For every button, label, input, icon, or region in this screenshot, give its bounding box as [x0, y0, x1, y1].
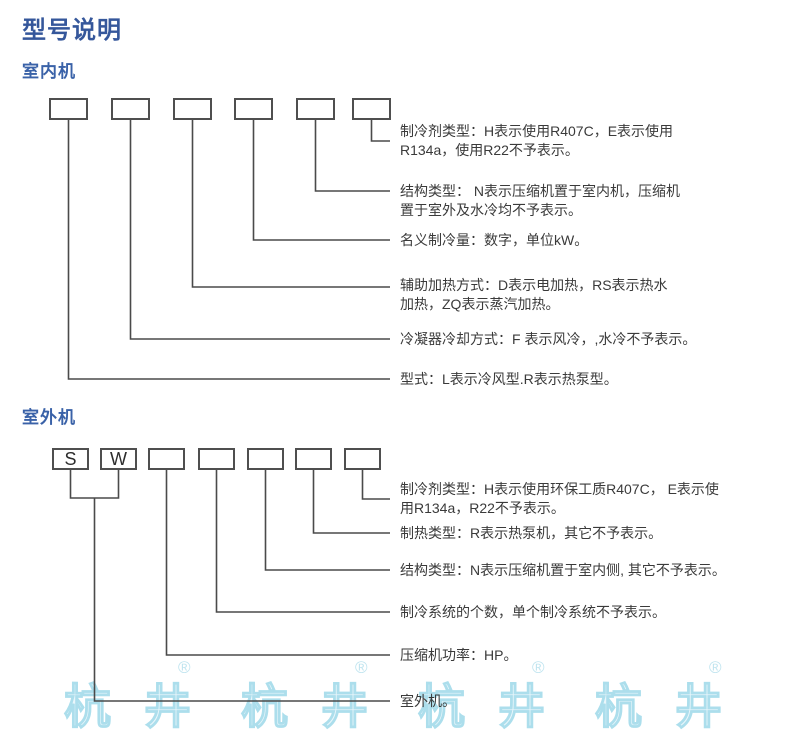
outdoor-connector-refrigerant-type — [361, 470, 390, 500]
outdoor-code-box-3 — [148, 448, 185, 470]
indoor-code-box-3 — [173, 98, 212, 120]
outdoor-label-system-count: 制冷系统的个数，单个制冷系统不予表示。 — [400, 604, 666, 620]
outdoor-code-box-w: W — [100, 448, 137, 470]
outdoor-label-outdoor-unit: 室外机。 — [400, 693, 456, 709]
indoor-code-box-5 — [296, 98, 335, 120]
outdoor-connector-structure-type — [264, 470, 390, 571]
outdoor-label-compressor-power: 压缩机功率：HP。 — [400, 647, 518, 663]
outdoor-connector-compressor-power — [165, 470, 390, 656]
indoor-code-box-4 — [234, 98, 273, 120]
page-title: 型号说明 — [22, 17, 122, 44]
outdoor-code-box-5 — [247, 448, 284, 470]
outdoor-code-box-4 — [198, 448, 235, 470]
indoor-label-refrigerant-type: 制冷剂类型：H表示使用R407C，E表示使用 R134a，使用R22不予表示。 — [400, 123, 674, 158]
outdoor-label-refrigerant-type: 制冷剂类型：H表示使用环保工质R407C， E表示使 用R134a，R22不予表… — [400, 481, 719, 516]
indoor-label-model-form: 型式：L表示冷风型.R表示热泵型。 — [400, 371, 618, 387]
outdoor-label-heating-type: 制热类型：R表示热泵机，其它不予表示。 — [400, 525, 663, 541]
outdoor-code-box-7 — [344, 448, 381, 470]
indoor-connector-condenser-cooling — [129, 120, 390, 340]
outdoor-connector-outdoor-unit — [93, 498, 390, 702]
outdoor-code-box-s: S — [52, 448, 89, 470]
indoor-connector-refrigerant-type — [370, 120, 390, 142]
indoor-label-nominal-capacity: 名义制冷量：数字，单位kW。 — [400, 232, 589, 248]
indoor-connector-nominal-capacity — [252, 120, 390, 241]
outdoor-connector-sw-bracket — [69, 470, 120, 499]
indoor-label-condenser-cooling: 冷凝器冷却方式：F 表示风冷，,水冷不予表示。 — [400, 331, 697, 347]
indoor-code-box-2 — [111, 98, 150, 120]
indoor-label-auxiliary-heating: 辅助加热方式：D表示电加热，RS表示热水 加热，ZQ表示蒸汽加热。 — [400, 277, 668, 312]
indoor-code-box-6 — [352, 98, 391, 120]
outdoor-label-structure-type: 结构类型：N表示压缩机置于室内侧, 其它不予表示。 — [400, 562, 726, 578]
section-heading-indoor-unit: 室内机 — [22, 62, 76, 81]
indoor-connector-model-form — [67, 120, 390, 380]
outdoor-code-box-6 — [295, 448, 332, 470]
outdoor-connector-system-count — [215, 470, 390, 613]
indoor-label-structure-type: 结构类型： N表示压缩机置于室内机，压缩机 置于室外及水冷均不予表示。 — [400, 183, 680, 218]
section-heading-outdoor-unit: 室外机 — [22, 408, 76, 427]
outdoor-connector-heating-type — [312, 470, 390, 534]
indoor-connector-auxiliary-heating — [191, 120, 390, 288]
indoor-code-box-1 — [49, 98, 88, 120]
indoor-connector-structure-type — [314, 120, 390, 192]
